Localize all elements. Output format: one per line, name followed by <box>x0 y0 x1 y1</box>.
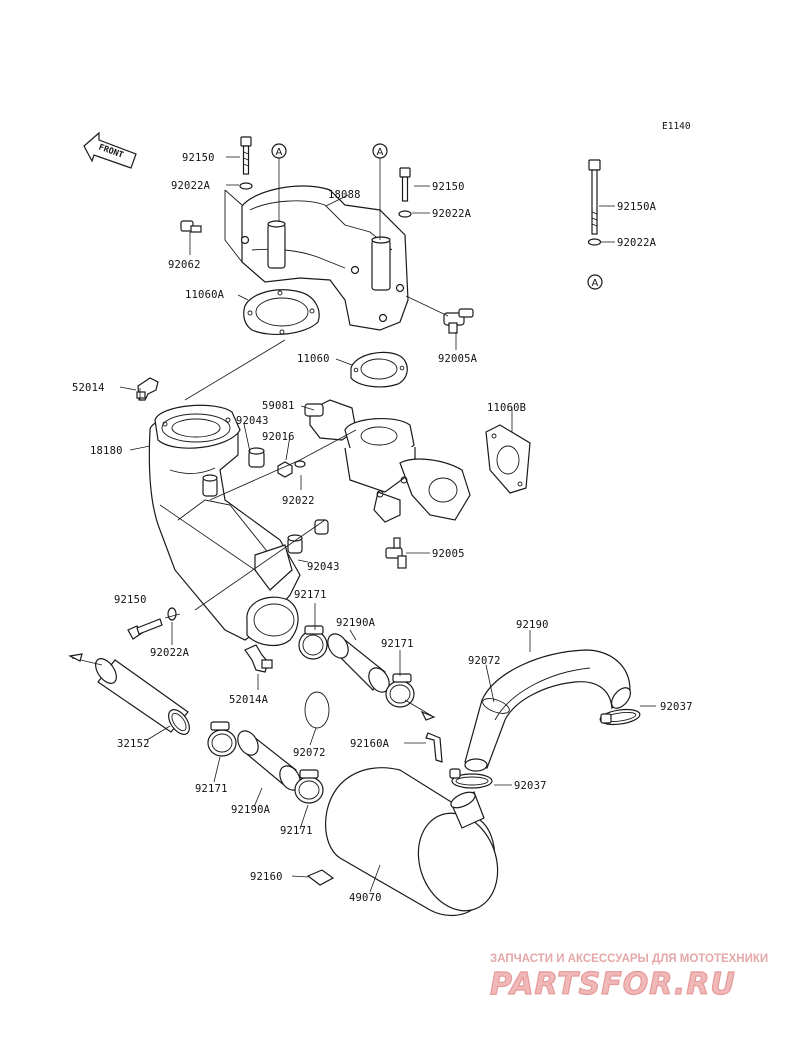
clamp-92171-b <box>385 673 415 708</box>
hose-92190a-a <box>327 633 390 693</box>
diagram-code: E1140 <box>662 121 691 132</box>
fitting-92005 <box>385 537 407 569</box>
label-59081: 59081 <box>262 400 295 412</box>
nut-92016 <box>277 461 293 478</box>
label-92150: 92150 <box>432 181 465 193</box>
pipe-32152 <box>95 658 190 735</box>
label-11060a: 11060A <box>185 289 225 301</box>
label-92022a: 92022A <box>617 237 657 249</box>
label-92160: 92160 <box>250 871 283 883</box>
chamber-outlet-flange <box>246 596 299 647</box>
front-arrow-icon: FRONT <box>83 131 137 169</box>
label-92005a: 92005A <box>438 353 478 365</box>
washer-92022 <box>294 460 306 468</box>
label-92043: 92043 <box>307 561 340 573</box>
gasket-11060a <box>243 289 320 335</box>
label-92062: 92062 <box>168 259 201 271</box>
label-92171: 92171 <box>195 783 228 795</box>
svg-text:A: A <box>377 147 384 158</box>
label-92016: 92016 <box>262 431 295 443</box>
washer-92022a-mid <box>398 210 412 218</box>
watermark-tagline: ЗАПЧАСТИ И АКСЕССУАРЫ ДЛЯ МОТОТЕХНИКИ <box>490 953 768 965</box>
label-92190a: 92190A <box>336 617 376 629</box>
clamp-92037-a <box>599 708 641 726</box>
label-92005: 92005 <box>432 548 465 560</box>
exhaust-manifold-part <box>224 185 409 331</box>
elbow-52014a <box>244 644 273 673</box>
hose-92190a-b <box>237 730 301 791</box>
label-92022a: 92022A <box>150 647 190 659</box>
ref-marker-a-2: A <box>372 143 388 159</box>
water-pipe-59081 <box>304 399 471 523</box>
clamp-92171-a <box>298 625 328 660</box>
label-92072: 92072 <box>468 655 501 667</box>
label-92072: 92072 <box>293 747 326 759</box>
ref-marker-a-1: A <box>271 143 287 159</box>
watermark-logo: PARTSFOR.RU <box>490 967 736 1002</box>
label-92022a: 92022A <box>171 180 211 192</box>
ref-marker-a-3: A <box>587 274 603 290</box>
arrow-right-icon <box>420 710 436 721</box>
gasket-11060b <box>485 424 531 494</box>
watermark: ЗАПЧАСТИ И АКСЕССУАРЫ ДЛЯ МОТОТЕХНИКИ PA… <box>489 953 768 1003</box>
arrow-left-icon <box>68 653 83 662</box>
fitting-92005a <box>443 308 474 334</box>
label-92150: 92150 <box>182 152 215 164</box>
washer-92022a-low <box>167 607 177 621</box>
bolt-92150-low <box>127 618 163 640</box>
tag-92160 <box>306 869 335 886</box>
sleeve-92043-top <box>248 447 265 468</box>
bolt-92150a-long <box>588 159 601 235</box>
svg-text:A: A <box>592 278 599 289</box>
clamp-92037-b <box>449 768 493 789</box>
fitting-92062 <box>180 220 202 233</box>
label-92190a: 92190A <box>231 804 271 816</box>
label-92037: 92037 <box>660 701 693 713</box>
label-18088: 18088 <box>328 189 361 201</box>
ring-92072-a <box>304 691 330 729</box>
label-92022a: 92022A <box>432 208 472 220</box>
label-92037: 92037 <box>514 780 547 792</box>
label-92043: 92043 <box>236 415 269 427</box>
svg-text:A: A <box>276 147 283 158</box>
label-92150: 92150 <box>114 594 147 606</box>
label-92150a: 92150A <box>617 201 657 213</box>
gasket-11060 <box>350 351 408 388</box>
bolt-92150-top <box>240 136 252 175</box>
leader-lines <box>71 156 656 893</box>
label-92171: 92171 <box>294 589 327 601</box>
exhaust-pipe-92190 <box>464 649 631 772</box>
label-92022: 92022 <box>282 495 315 507</box>
label-11060b: 11060B <box>487 402 526 414</box>
clamp-92171-d <box>294 769 324 804</box>
expansion-chamber-18180 <box>148 404 301 641</box>
ring-92072-b <box>482 698 510 714</box>
bolt-92150-mid <box>399 167 411 202</box>
washer-92022a-right <box>587 238 602 246</box>
part-labels: 92150 92022A 18088 92150 92022A 92150A 9… <box>72 152 693 904</box>
sleeve-92043-bottom <box>287 519 329 554</box>
label-92171: 92171 <box>381 638 414 650</box>
label-92160a: 92160A <box>350 738 390 750</box>
clamp-92171-c <box>207 721 237 757</box>
label-49070: 49070 <box>349 892 382 904</box>
label-52014a: 52014A <box>229 694 269 706</box>
washer-92022a-top <box>239 182 253 190</box>
label-92171: 92171 <box>280 825 313 837</box>
label-18180: 18180 <box>90 445 123 457</box>
label-11060: 11060 <box>297 353 330 365</box>
bracket-92160a <box>425 732 443 763</box>
label-52014: 52014 <box>72 382 105 394</box>
muffler-49070 <box>324 767 499 916</box>
label-92190: 92190 <box>516 619 549 631</box>
label-32152: 32152 <box>117 738 150 750</box>
